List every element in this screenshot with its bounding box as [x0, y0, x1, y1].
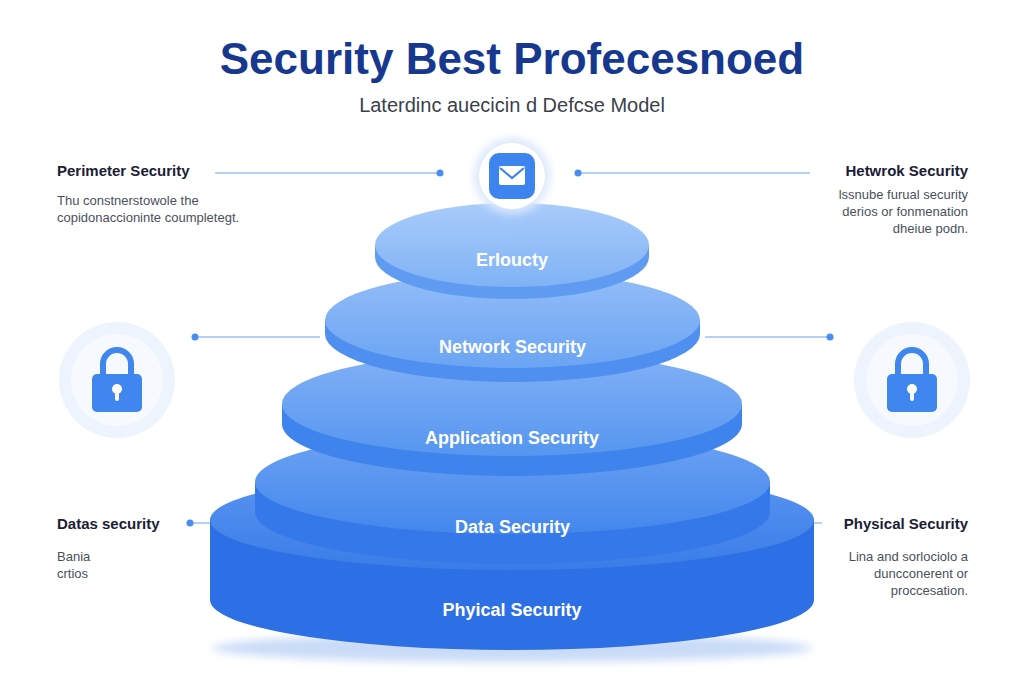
tier-label: Phyical Security	[210, 600, 814, 621]
lock-icon	[59, 322, 175, 438]
subtitle: Laterdinc auecicin d Defcse Model	[212, 92, 812, 118]
section-heading: Hetwrok Security	[768, 162, 968, 180]
tier-label: Erloucty	[375, 250, 649, 271]
tier-label: Network Security	[325, 337, 700, 358]
tier-top	[282, 352, 742, 456]
section-body: Lina and sorlociolo a duncconerent or pr…	[808, 548, 968, 599]
tier-top	[210, 470, 814, 570]
section-body: lssnube furual security derios or fonmen…	[803, 186, 968, 237]
tier-top	[325, 272, 700, 368]
tier-label: Data Security	[255, 517, 770, 538]
section-body: Bania crtios	[57, 548, 117, 582]
diagram-title: Security Best Profecesnoed	[0, 34, 1024, 84]
tier-top	[375, 203, 649, 287]
tier-label: Application Security	[282, 428, 742, 449]
tier-side	[210, 520, 814, 650]
security-tier: Erloucty	[375, 203, 649, 299]
section-body: Thu constnerstowole the copidonaccionint…	[57, 192, 242, 226]
section-heading: Perimeter Security	[57, 162, 257, 180]
lock-icon	[854, 322, 970, 438]
section-heading: Datas security	[57, 515, 192, 533]
